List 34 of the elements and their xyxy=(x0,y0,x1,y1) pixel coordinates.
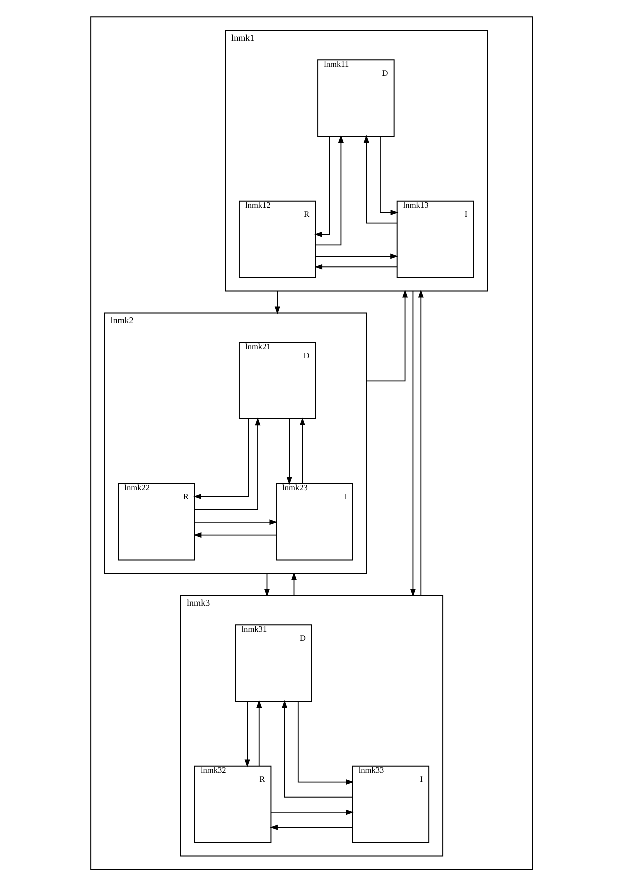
arrow xyxy=(270,810,354,816)
arrow xyxy=(286,418,292,486)
arrow xyxy=(270,824,354,830)
node-box: lnmk11 D xyxy=(318,60,395,137)
arrow xyxy=(316,135,344,246)
arrow xyxy=(298,701,354,786)
node-box: lnmk32 R xyxy=(194,766,272,844)
arrow xyxy=(366,290,408,382)
node-box: lnmk23 I xyxy=(276,483,354,561)
arrow xyxy=(410,290,416,598)
arrow xyxy=(314,264,398,270)
arrow xyxy=(274,290,280,315)
arrow xyxy=(418,290,424,596)
arrow xyxy=(300,418,306,484)
arrow xyxy=(256,700,262,767)
arrow xyxy=(282,700,354,798)
cluster xyxy=(90,16,534,870)
arrow xyxy=(194,520,278,526)
arrow xyxy=(364,135,398,224)
node-box: lnmk33 I xyxy=(352,766,430,844)
arrow xyxy=(315,254,398,260)
arrow xyxy=(292,572,297,596)
node-box: lnmk13 I xyxy=(396,200,474,278)
node-box: lnmk12 R xyxy=(239,200,316,278)
arrow xyxy=(194,418,250,500)
arrow xyxy=(244,701,250,768)
arrow xyxy=(314,136,330,238)
arrow xyxy=(194,418,261,510)
node-box: lnmk21 D xyxy=(239,342,316,420)
arrow xyxy=(264,573,270,598)
arrow xyxy=(380,136,399,216)
node-box: lnmk31 D xyxy=(235,624,312,702)
arrow xyxy=(194,532,277,538)
node-box: lnmk22 R xyxy=(118,483,196,561)
